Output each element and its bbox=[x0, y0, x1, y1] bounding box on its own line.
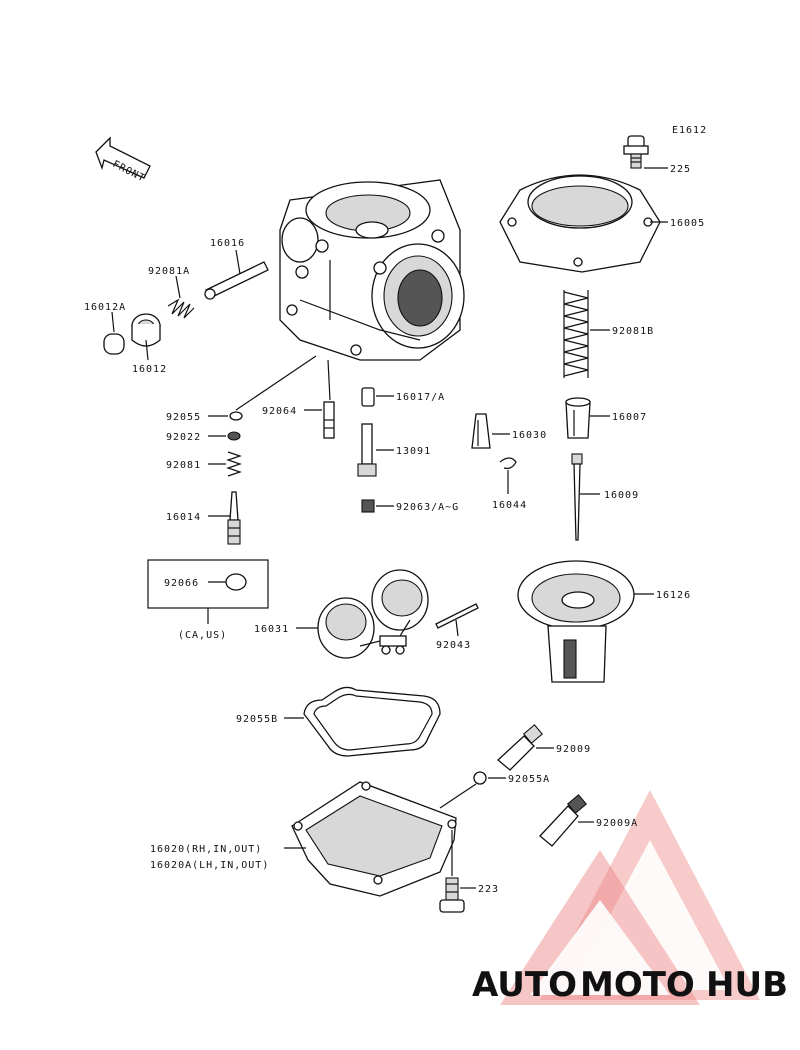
pilot-screw-16014 bbox=[227, 491, 241, 545]
bolt-92064 bbox=[323, 401, 335, 439]
callout-13091: 13091 bbox=[396, 446, 431, 457]
choke-cap bbox=[103, 333, 125, 355]
callout-16030: 16030 bbox=[512, 430, 547, 441]
callout-92055b: 92055B bbox=[236, 714, 278, 725]
jet-92063 bbox=[361, 499, 375, 513]
ca-us-plug-box: 92066 (CA,US) bbox=[147, 559, 269, 641]
callout-92009: 92009 bbox=[556, 744, 591, 755]
main-jet-16017 bbox=[361, 387, 375, 407]
wordmark-moto: MOTO bbox=[580, 965, 695, 1005]
float-bowl-gasket bbox=[303, 686, 441, 757]
callout-16016: 16016 bbox=[210, 238, 245, 249]
screw-223 bbox=[439, 877, 465, 913]
callout-92009a: 92009A bbox=[596, 818, 638, 829]
front-arrow-icon: FRONT bbox=[95, 136, 151, 185]
callout-16005: 16005 bbox=[670, 218, 705, 229]
callout-16031: 16031 bbox=[254, 624, 289, 635]
float-valve-16030 bbox=[471, 413, 491, 449]
spring-92081 bbox=[226, 451, 242, 477]
callout-16012: 16012 bbox=[132, 364, 167, 375]
callout-16126: 16126 bbox=[656, 590, 691, 601]
callout-16009: 16009 bbox=[604, 490, 639, 501]
wordmark-hub: HUB bbox=[706, 965, 788, 1005]
o-ring-92055a bbox=[473, 771, 487, 785]
diagram-code: E1612 bbox=[672, 125, 707, 136]
choke-plunger bbox=[204, 261, 269, 300]
callout-92043: 92043 bbox=[436, 640, 471, 651]
choke-spring bbox=[167, 298, 195, 319]
region-note: (CA,US) bbox=[178, 630, 227, 641]
clip-16044 bbox=[499, 457, 517, 469]
slide-spring bbox=[563, 290, 589, 378]
automotohub-wordmark: AUTO MOTO HUB bbox=[472, 965, 788, 1005]
callout-16017a: 16017/A bbox=[396, 392, 445, 403]
callout-92055: 92055 bbox=[166, 412, 201, 423]
callout-92055a: 92055A bbox=[508, 774, 550, 785]
float-16031 bbox=[317, 569, 429, 659]
jet-needle bbox=[571, 453, 583, 541]
callout-92081: 92081 bbox=[166, 460, 201, 471]
callout-92064: 92064 bbox=[262, 406, 297, 417]
wordmark-auto: AUTO bbox=[472, 965, 577, 1005]
float-bowl-16020 bbox=[291, 781, 457, 897]
callout-16012a: 16012A bbox=[84, 302, 126, 313]
callout-16014: 16014 bbox=[166, 512, 201, 523]
o-ring-92055 bbox=[229, 411, 243, 421]
callout-92063: 92063/A~G bbox=[396, 502, 459, 513]
float-pin-92043 bbox=[435, 603, 479, 629]
callout-92022: 92022 bbox=[166, 432, 201, 443]
needle-holder bbox=[565, 397, 591, 439]
vacuum-slide-diaphragm bbox=[517, 560, 635, 683]
screw-92009 bbox=[497, 724, 543, 771]
callout-16020a: 16020A(LH,IN,OUT) bbox=[150, 860, 269, 871]
callout-223: 223 bbox=[478, 884, 499, 895]
callout-16007: 16007 bbox=[612, 412, 647, 423]
callout-16044: 16044 bbox=[492, 500, 527, 511]
cover-screw bbox=[623, 135, 649, 169]
callout-225: 225 bbox=[670, 164, 691, 175]
carburetor-body bbox=[279, 179, 465, 361]
needle-jet-13091 bbox=[357, 423, 377, 477]
screw-92009a bbox=[539, 794, 587, 847]
callout-92066: 92066 bbox=[164, 578, 199, 589]
washer-92022 bbox=[227, 431, 241, 441]
top-cover bbox=[499, 174, 661, 273]
callout-16020: 16020(RH,IN,OUT) bbox=[150, 844, 262, 855]
choke-nut bbox=[131, 313, 161, 347]
callout-92081b: 92081B bbox=[612, 326, 654, 337]
callout-92081a: 92081A bbox=[148, 266, 190, 277]
automotohub-logo bbox=[500, 790, 760, 1005]
